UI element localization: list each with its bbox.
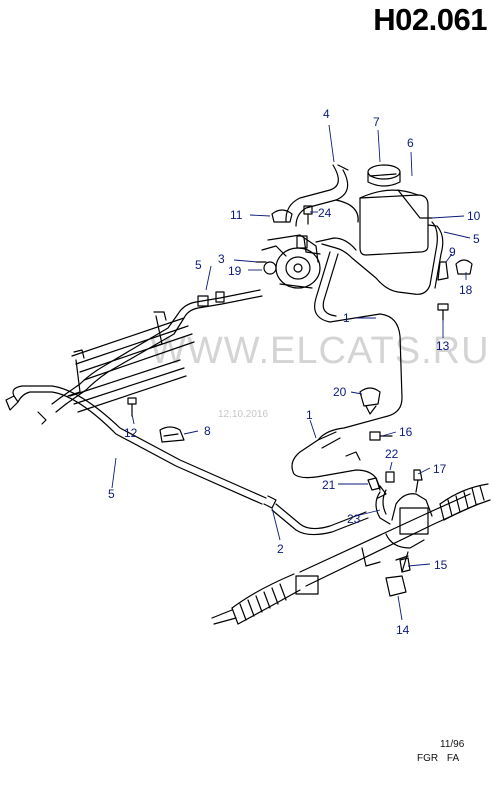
callout-1-lower: 1 (306, 408, 313, 422)
clip-15 (399, 557, 411, 573)
line-1-pressure (291, 251, 403, 499)
bolt-16 (369, 431, 393, 441)
clip-8 (159, 426, 185, 443)
callout-15: 15 (434, 558, 448, 572)
callout-20: 20 (333, 385, 347, 399)
callout-5-lower: 5 (108, 487, 115, 501)
diagram-code: H02.061 (373, 2, 487, 37)
watermark-date: 12.10.2016 (218, 409, 269, 420)
callout-21: 21 (322, 478, 336, 492)
callout-12: 12 (124, 426, 138, 440)
callout-13: 13 (436, 339, 450, 353)
hose-4 (285, 164, 359, 227)
callout-19: 19 (228, 264, 242, 278)
line-2 (271, 503, 369, 536)
callout-10: 10 (467, 209, 481, 223)
callout-5-reservoir: 5 (473, 232, 480, 246)
callout-9: 9 (449, 245, 456, 259)
cooler-tubes (51, 311, 195, 413)
callout-7: 7 (373, 115, 380, 129)
clip-18 (455, 259, 473, 275)
line-5-lower (5, 385, 277, 509)
callout-16: 16 (399, 425, 413, 439)
callout-23: 23 (347, 512, 361, 526)
callout-17: 17 (433, 462, 447, 476)
footer-date: 11/96 (440, 739, 465, 750)
callout-22: 22 (385, 447, 399, 461)
fitting-21 (367, 477, 381, 491)
bracket-9 (437, 261, 449, 281)
callout-3: 3 (218, 252, 225, 266)
fitting-22 (385, 471, 395, 483)
callout-4: 4 (323, 107, 330, 121)
clip-11 (271, 209, 293, 223)
callout-6: 6 (407, 136, 414, 150)
callout-18: 18 (459, 283, 473, 297)
bolt-13 (437, 303, 449, 321)
line-23 (375, 489, 391, 525)
power-steering-pump (255, 234, 321, 289)
line-5-return (315, 221, 444, 295)
callout-1-upper: 1 (343, 311, 350, 325)
callout-5-left: 5 (195, 258, 202, 272)
reservoir-cap (367, 164, 401, 187)
callout-24: 24 (318, 206, 332, 220)
callout-14: 14 (396, 623, 410, 637)
watermark: WWW.ELCATS.RU (150, 330, 490, 372)
steering-rack (211, 483, 491, 625)
clip-20 (359, 387, 381, 415)
callout-2: 2 (277, 542, 284, 556)
bolt-12 (127, 397, 137, 417)
bolt-24 (303, 205, 313, 225)
callout-11: 11 (230, 208, 243, 222)
line-5-upper (59, 289, 263, 405)
reservoir (359, 173, 437, 256)
callout-8: 8 (204, 424, 211, 438)
footer-codes: FGR FA (417, 753, 460, 764)
bolt-17 (413, 469, 423, 493)
